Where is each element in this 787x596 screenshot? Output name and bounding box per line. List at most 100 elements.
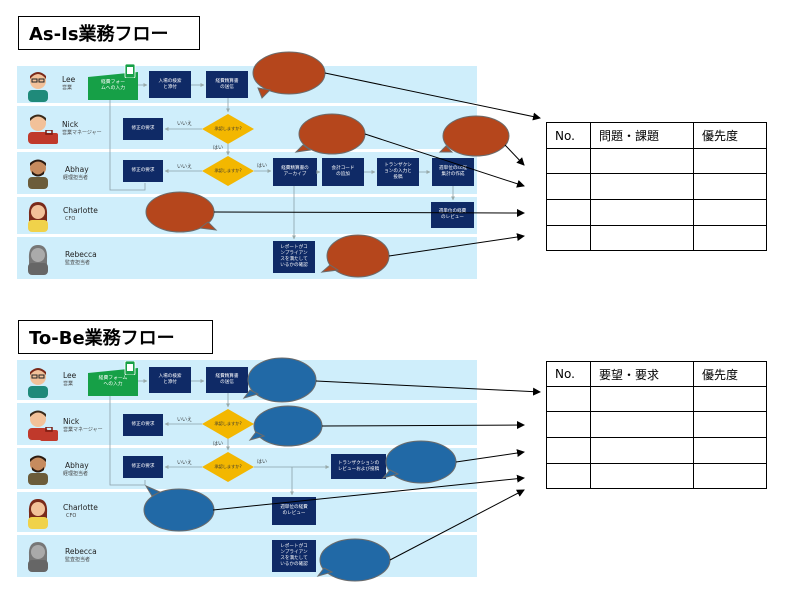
briefcase-icon xyxy=(40,130,58,144)
table-cell[interactable] xyxy=(693,463,767,489)
table-cell[interactable] xyxy=(590,463,694,489)
table-cell[interactable] xyxy=(693,437,767,464)
asis-name-rebecca: Rebecca xyxy=(65,250,97,259)
tobe-bubbles xyxy=(143,357,457,582)
tobe-title-text: To-Be業務フロー xyxy=(29,328,175,349)
tobe-label-no2: いいえ xyxy=(177,460,193,466)
tobe-decision-nick: 承認しますか? xyxy=(202,409,254,439)
table-cell[interactable] xyxy=(693,173,767,200)
tobe-label-yes1: はい xyxy=(213,441,224,447)
tobe-role-lee: 営業 xyxy=(63,381,74,387)
asis-label-no1: いいえ xyxy=(177,121,193,127)
tobe-decision-nick-label: 承認しますか? xyxy=(214,421,242,426)
asis-bubbles xyxy=(145,51,510,278)
table-cell[interactable] xyxy=(546,386,591,412)
asis-label-no2: いいえ xyxy=(177,164,193,170)
asis-bubble-2 xyxy=(298,113,366,155)
tobe-role-abhay: 経理担当者 xyxy=(63,471,89,477)
tobe-node-trans: トランザクションの レビューおよび投稿 xyxy=(331,454,386,479)
table-row xyxy=(546,173,767,200)
tobe-name-lee: Lee xyxy=(63,371,77,380)
table-row xyxy=(546,199,767,226)
tobe-bubble-5 xyxy=(319,538,391,582)
asis-role-charlotte: CFO xyxy=(65,216,76,222)
asis-decision-abhay-label: 承認しますか? xyxy=(214,168,242,173)
avatar-lee-icon xyxy=(28,72,48,102)
asis-role-lee: 営業 xyxy=(62,85,73,91)
tobe-bubble-3 xyxy=(385,440,457,484)
tobe-arrows xyxy=(212,380,541,561)
asis-node-trans: トランザクシ ョンの入力と 投稿 xyxy=(377,158,419,186)
tobe-label-yes2: はい xyxy=(257,459,268,465)
asis-flow-lines xyxy=(109,83,455,240)
tobe-node-compliance: レポートがコ ンプライアン スを満たして いるかの確認 xyxy=(272,540,316,572)
asis-node-compliance: レポートがコ ンプライアン スを満たして いるかの確認 xyxy=(273,241,315,273)
table-row xyxy=(546,411,767,438)
asis-decision-nick-label: 承認しますか? xyxy=(214,126,242,131)
table-cell[interactable] xyxy=(693,225,767,251)
briefcase-icon xyxy=(40,427,58,441)
asis-node-archive: 経費精算書の アーカイブ xyxy=(273,158,317,186)
avatar-charlotte-icon xyxy=(28,499,48,529)
tobe-decision-abhay: 承認しますか? xyxy=(202,452,254,482)
asis-title: As-Is業務フロー xyxy=(18,16,200,50)
avatar-abhay-icon xyxy=(28,455,48,485)
asis-node-review: 週単位の経費 のレビュー xyxy=(431,202,474,228)
phone-icon xyxy=(124,361,136,375)
tobe-label-no1: いいえ xyxy=(177,417,193,423)
asis-name-lee: Lee xyxy=(62,75,76,84)
table-row: No. 問題・課題 優先度 xyxy=(546,122,767,149)
table-header-priority: 優先度 xyxy=(693,361,767,387)
asis-decision-abhay: 承認しますか? xyxy=(202,156,254,186)
table-cell[interactable] xyxy=(590,225,694,251)
avatar-rebecca-icon xyxy=(28,542,48,572)
tobe-role-charlotte: CFO xyxy=(66,513,77,519)
avatar-lee-icon xyxy=(28,368,48,398)
table-cell[interactable] xyxy=(546,173,591,200)
tobe-name-nick: Nick xyxy=(63,417,80,426)
table-row xyxy=(546,437,767,464)
asis-node-receipt: 入場の検索 と添付 xyxy=(149,71,191,98)
asis-node-fix-nick: 修正の要求 xyxy=(123,118,163,140)
phone-icon xyxy=(124,64,136,78)
asis-name-nick: Nick xyxy=(62,120,79,129)
asis-label-yes1: はい xyxy=(213,145,224,151)
avatar-abhay-icon xyxy=(28,159,48,189)
tobe-decision-abhay-label: 承認しますか? xyxy=(214,464,242,469)
asis-bubble-1 xyxy=(252,51,326,95)
asis-node-fix-abhay: 修正の要求 xyxy=(123,160,163,182)
avatar-nick-icon xyxy=(28,410,48,440)
table-cell[interactable] xyxy=(590,148,694,174)
tobe-name-charlotte: Charlotte xyxy=(63,503,98,512)
table-header-priority: 優先度 xyxy=(693,122,767,149)
table-row xyxy=(546,463,767,489)
table-cell[interactable] xyxy=(693,386,767,412)
asis-node-send: 経費精算書 の送信 xyxy=(206,71,248,98)
tobe-request-table: No. 要望・要求 優先度 xyxy=(546,361,767,489)
asis-role-abhay: 経理担当者 xyxy=(63,175,89,181)
table-cell[interactable] xyxy=(546,463,591,489)
asis-role-nick: 営業マネージャー xyxy=(62,130,102,136)
asis-decision-nick: 承認しますか? xyxy=(202,114,254,144)
tobe-node-fix-abhay: 修正の要求 xyxy=(123,456,163,478)
tobe-role-rebecca: 監査担当者 xyxy=(65,557,91,563)
avatar-charlotte-icon xyxy=(28,202,48,232)
asis-name-charlotte: Charlotte xyxy=(63,206,98,215)
tobe-node-fix-nick: 修正の要求 xyxy=(123,414,163,436)
asis-arrows xyxy=(213,72,541,257)
tobe-name-rebecca: Rebecca xyxy=(65,547,97,556)
tobe-bubble-2 xyxy=(253,405,323,447)
asis-name-abhay: Abhay xyxy=(65,165,89,174)
asis-role-rebecca: 監査担当者 xyxy=(65,260,91,266)
asis-label-yes2: はい xyxy=(257,163,268,169)
tobe-lane-charlotte xyxy=(17,492,477,532)
tobe-bubble-1 xyxy=(247,357,317,403)
tobe-node-send: 経費精算書 の送信 xyxy=(206,367,248,393)
asis-lane-rebecca xyxy=(17,237,477,279)
asis-title-text: As-Is業務フロー xyxy=(29,24,169,45)
table-row xyxy=(546,225,767,251)
tobe-role-nick: 営業マネージャー xyxy=(63,427,103,433)
tobe-node-receipt: 入場の検索 と添付 xyxy=(149,367,191,393)
tobe-name-abhay: Abhay xyxy=(65,461,89,470)
table-cell[interactable] xyxy=(590,411,694,438)
